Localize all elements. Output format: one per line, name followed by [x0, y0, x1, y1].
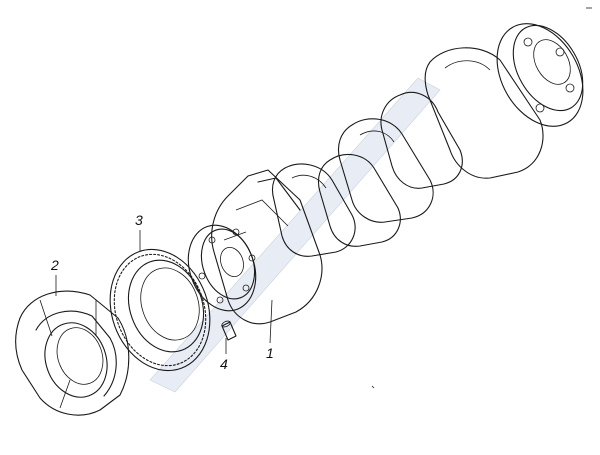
dowel-pin-part — [221, 320, 237, 341]
leader-lines — [55, 230, 273, 354]
speck — [371, 385, 375, 389]
watermark — [149, 77, 441, 393]
callout-part-2: 2 — [51, 257, 59, 273]
callout-part-3: 3 — [135, 212, 143, 228]
cover-part — [15, 290, 130, 416]
ring-gear-part — [109, 248, 211, 372]
callout-part-1: 1 — [266, 345, 274, 361]
crankshaft-part — [187, 23, 584, 325]
callout-part-4: 4 — [220, 356, 228, 372]
